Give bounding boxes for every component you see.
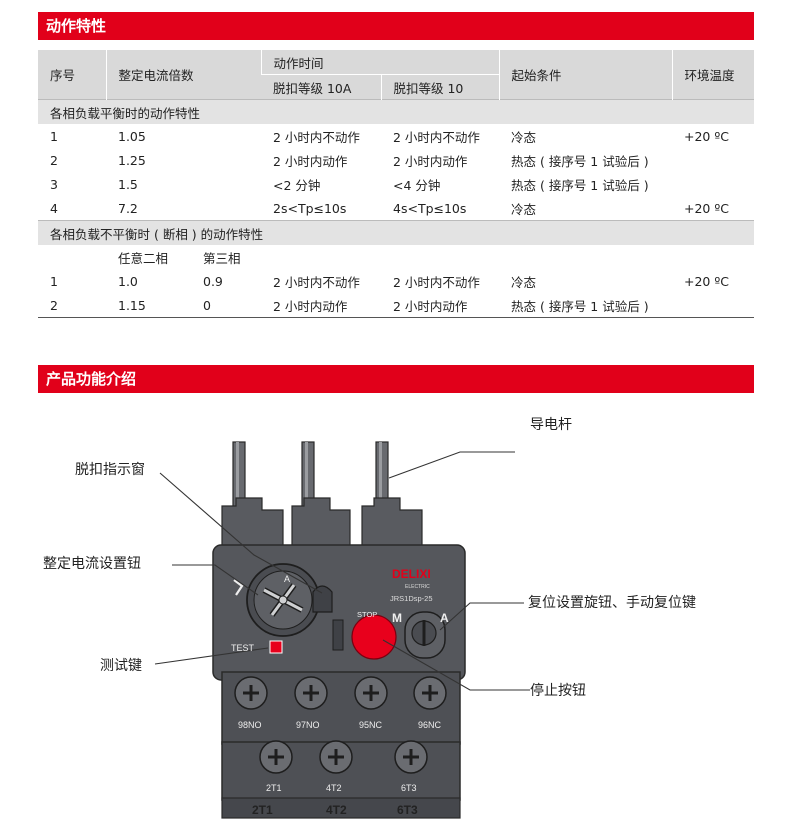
cell: 热态 ( 接序号 1 试验后 ) (511, 153, 649, 169)
section-title-functions: 产品功能介绍 (38, 365, 754, 393)
annotation-stop-button: 停止按钮 (530, 683, 586, 699)
header-class-10: 脱扣等级 10 (380, 74, 499, 100)
cell: 2 小时内不动作 (393, 129, 480, 145)
cell: 冷态 (511, 274, 537, 290)
mode-a-label: A (440, 611, 449, 625)
cell: +20 ºC (684, 273, 729, 289)
cell: 2 (38, 293, 106, 318)
header-seq: 序号 (38, 50, 106, 100)
cell (672, 293, 754, 318)
table-row: 3 1.5 <2 分钟 <4 分钟 热态 ( 接序号 1 试验后 ) (38, 172, 754, 196)
cell: <4 分钟 (393, 177, 441, 193)
balanced-title: 各相负载平衡时的动作特性 (38, 99, 754, 124)
annotation-trip-window: 脱扣指示窗 (75, 462, 145, 478)
test-label: TEST (231, 643, 255, 653)
header-action-time: 动作时间 (260, 50, 499, 75)
table-row: 2 1.25 2 小时内动作 2 小时内动作 热态 ( 接序号 1 试验后 ) (38, 148, 754, 172)
cell: 1 (50, 128, 58, 144)
cell: 0 (191, 293, 261, 318)
stop-label: STOP (357, 610, 377, 619)
cell: 1.15 (106, 293, 191, 318)
base-label: 2T1 (252, 803, 273, 817)
brand-logo: DELIXI (392, 567, 431, 581)
annotation-test-key: 测试键 (100, 658, 142, 674)
unbalanced-title: 各相负载不平衡时 ( 断相 ) 的动作特性 (38, 220, 754, 245)
cell: 3 (50, 176, 58, 192)
cell: 冷态 (511, 201, 537, 217)
cell: 2 小时内动作 (393, 153, 468, 169)
table-row: 任意二相 第三相 (38, 245, 754, 269)
terminal-label: 6T3 (401, 783, 417, 793)
brand-sub: ELECTRIC (405, 584, 430, 590)
annotation-setting-knob: 整定电流设置钮 (43, 556, 141, 572)
header-multiple: 整定电流倍数 (105, 50, 261, 100)
cell: 2 小时内动作 (381, 293, 499, 318)
header-start-condition: 起始条件 (498, 50, 672, 100)
cell: +20 ºC (684, 200, 729, 216)
cell: 冷态 (511, 129, 537, 145)
cell: 2 (50, 152, 58, 168)
terminal-label: 4T2 (326, 783, 342, 793)
cell: 2 小时内动作 (261, 293, 381, 318)
cell: 2 小时内不动作 (393, 274, 480, 290)
cell: <2 分钟 (273, 177, 321, 193)
cell: 4 (50, 200, 58, 216)
table-row: 1 1.05 2 小时内不动作 2 小时内不动作 冷态 +20 ºC (38, 124, 754, 148)
base-label: 4T2 (326, 803, 347, 817)
cell: 1.05 (118, 128, 146, 144)
annotation-conductor-rod: 导电杆 (530, 417, 572, 433)
cell: 1.25 (118, 152, 146, 168)
mode-m-label: M (392, 611, 402, 625)
section-title-characteristics: 动作特性 (38, 12, 754, 40)
characteristics-table: 序号 整定电流倍数 动作时间 起始条件 环境温度 脱扣等级 10A 脱扣等级 1… (38, 50, 754, 318)
base-label: 6T3 (397, 803, 418, 817)
model-label: JRS1Dsp-25 (390, 594, 433, 603)
cell: 1.5 (118, 176, 138, 192)
cell: 热态 ( 接序号 1 试验后 ) (511, 177, 649, 193)
terminal-label: 95NC (359, 720, 383, 730)
header-class-10a: 脱扣等级 10A (261, 74, 381, 100)
header-ambient: 环境温度 (671, 50, 754, 100)
cell: 2 小时内不动作 (273, 274, 360, 290)
cell: 热态 ( 接序号 1 试验后 ) (499, 293, 672, 318)
terminal-label: 97NO (296, 720, 320, 730)
subheader-third: 第三相 (203, 250, 241, 266)
subheader-any-two: 任意二相 (118, 250, 169, 266)
cell: 0.9 (203, 273, 223, 289)
cell: 4s<Tp≤10s (393, 200, 467, 216)
cell: 2s<Tp≤10s (273, 200, 347, 216)
cell: 2 小时内动作 (273, 153, 348, 169)
cell: 2 小时内不动作 (273, 129, 360, 145)
table-row: 1 1.0 0.9 2 小时内不动作 2 小时内不动作 冷态 +20 ºC (38, 269, 754, 293)
terminal-label: 2T1 (266, 783, 282, 793)
dial-a-label: A (284, 574, 290, 584)
cell: 1 (50, 273, 58, 289)
cell: +20 ºC (684, 128, 729, 144)
table-row: 4 7.2 2s<Tp≤10s 4s<Tp≤10s 冷态 +20 ºC (38, 196, 754, 221)
terminal-label: 98NO (238, 720, 262, 730)
terminal-label: 96NC (418, 720, 442, 730)
annotation-reset-knob: 复位设置旋钮、手动复位键 (528, 595, 696, 611)
cell: 7.2 (118, 200, 138, 216)
cell: 1.0 (118, 273, 138, 289)
